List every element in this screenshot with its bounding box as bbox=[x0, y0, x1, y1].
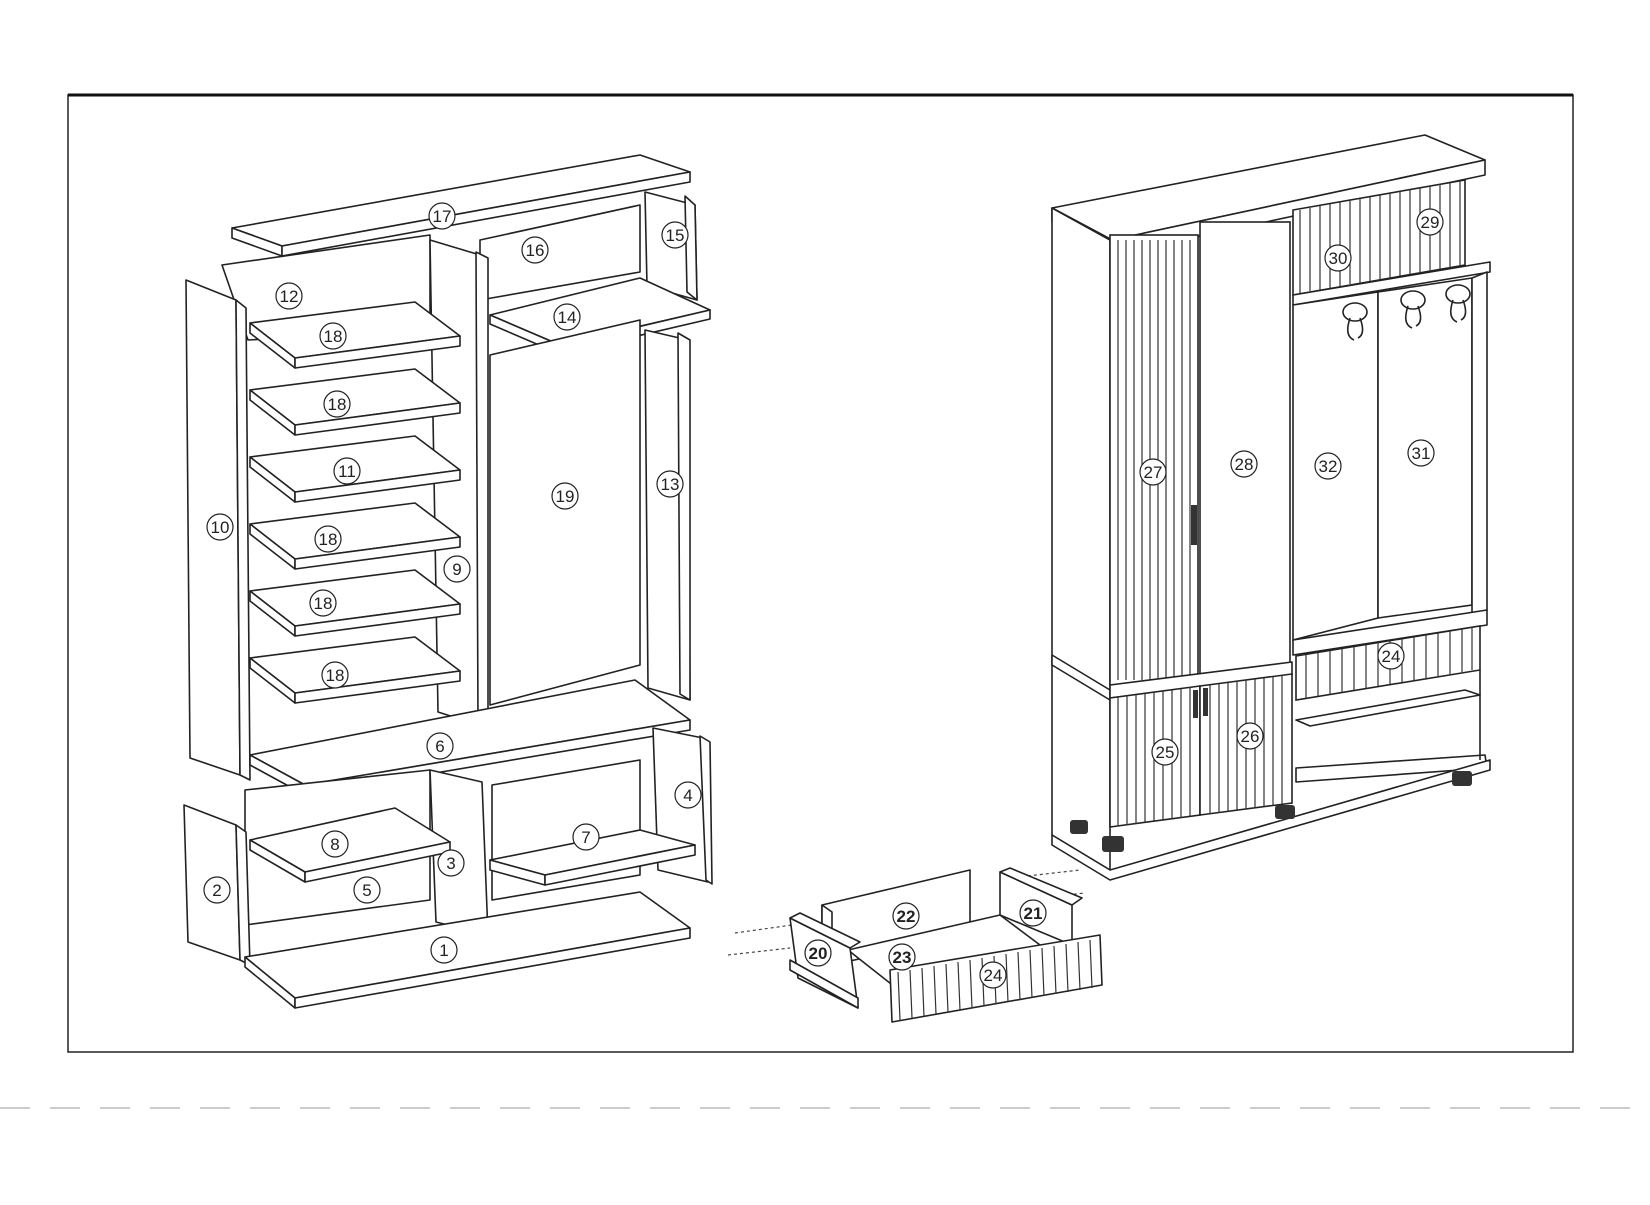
door-28-handle bbox=[1191, 505, 1197, 545]
door-27-fluting bbox=[1117, 240, 1191, 680]
label-18a: 18 bbox=[324, 327, 343, 346]
label-18c: 18 bbox=[319, 530, 338, 549]
label-14: 14 bbox=[558, 308, 577, 327]
door-25-handle bbox=[1193, 690, 1198, 718]
label-28: 28 bbox=[1235, 455, 1254, 474]
coat-hooks bbox=[1342, 284, 1471, 341]
hook-2 bbox=[1400, 290, 1426, 310]
label-16: 16 bbox=[526, 241, 545, 260]
exploded-view bbox=[183, 154, 713, 1009]
foot-2 bbox=[1102, 836, 1124, 852]
drawer-exploded bbox=[727, 867, 1103, 1023]
label-18d: 18 bbox=[314, 594, 333, 613]
label-2: 2 bbox=[212, 881, 221, 900]
label-7: 7 bbox=[581, 828, 590, 847]
label-27: 27 bbox=[1144, 463, 1163, 482]
label-15: 15 bbox=[666, 226, 685, 245]
seat-shelf bbox=[1292, 609, 1488, 656]
top-shelf bbox=[1292, 261, 1491, 306]
label-26: 26 bbox=[1241, 727, 1260, 746]
label-23: 23 bbox=[893, 948, 912, 967]
label-20: 20 bbox=[809, 944, 828, 963]
label-21: 21 bbox=[1024, 904, 1043, 923]
label-1: 1 bbox=[439, 941, 448, 960]
label-8: 8 bbox=[330, 835, 339, 854]
assembled-view bbox=[1051, 134, 1491, 881]
label-11: 11 bbox=[338, 462, 356, 481]
label-30: 30 bbox=[1329, 249, 1348, 268]
foot-4 bbox=[1452, 771, 1472, 786]
label-6: 6 bbox=[435, 737, 444, 756]
foot-1 bbox=[1070, 820, 1088, 834]
hook-1 bbox=[1342, 302, 1368, 322]
label-5: 5 bbox=[362, 881, 371, 900]
foot-3 bbox=[1275, 805, 1295, 819]
label-12: 12 bbox=[280, 287, 299, 306]
label-24-drawer: 24 bbox=[984, 966, 1003, 985]
label-9: 9 bbox=[452, 560, 461, 579]
label-4: 4 bbox=[683, 786, 692, 805]
label-19: 19 bbox=[556, 487, 575, 506]
label-22: 22 bbox=[897, 907, 916, 926]
label-18e: 18 bbox=[326, 666, 345, 685]
cabinet-feet bbox=[1070, 771, 1472, 852]
label-17: 17 bbox=[433, 207, 452, 226]
door-28-mirror bbox=[1199, 221, 1291, 681]
door-26-handle bbox=[1203, 688, 1208, 716]
label-13: 13 bbox=[661, 475, 680, 494]
label-3: 3 bbox=[446, 854, 455, 873]
label-29: 29 bbox=[1421, 213, 1440, 232]
label-32: 32 bbox=[1319, 457, 1338, 476]
panel-19 bbox=[489, 319, 641, 706]
drawer-24-fluting bbox=[1305, 627, 1473, 698]
plinth bbox=[1051, 759, 1491, 881]
label-31: 31 bbox=[1412, 444, 1431, 463]
part-callouts: 17 15 16 12 14 18 18 11 19 13 10 18 9 18… bbox=[203, 202, 1444, 989]
shelf-stack bbox=[249, 301, 461, 704]
assembled-left-side bbox=[1051, 207, 1111, 871]
label-10: 10 bbox=[211, 518, 230, 537]
doors-25-26-fluting bbox=[1117, 675, 1283, 826]
label-25: 25 bbox=[1156, 743, 1175, 762]
hook-3 bbox=[1445, 284, 1471, 304]
label-24: 24 bbox=[1382, 647, 1401, 666]
label-18b: 18 bbox=[328, 395, 347, 414]
